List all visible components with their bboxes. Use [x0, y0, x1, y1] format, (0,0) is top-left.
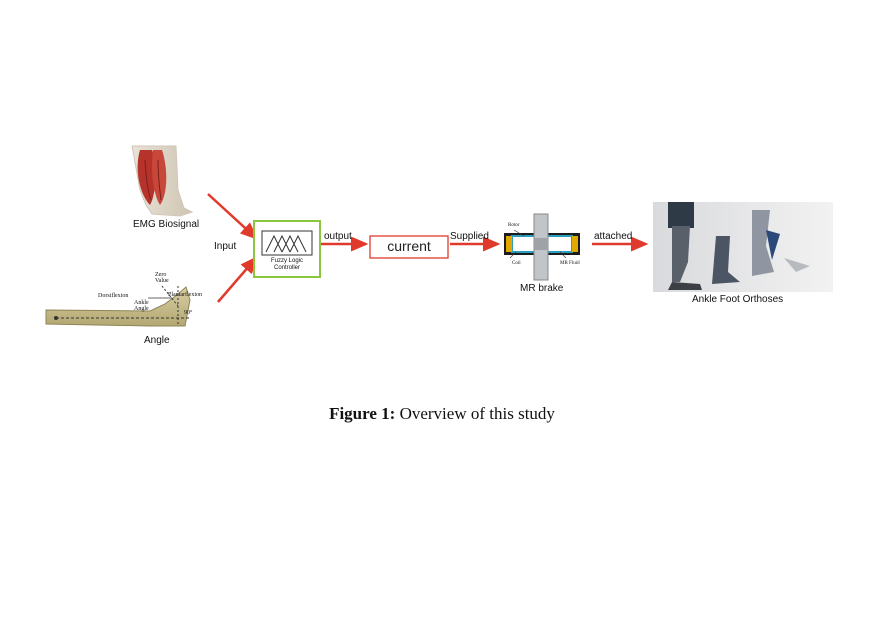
ankle-angle-image: [45, 285, 191, 327]
input-label: Input: [214, 241, 237, 252]
ninety-degree-label: 90°: [184, 310, 193, 316]
controller-label-line1: Fuzzy Logic: [270, 258, 303, 264]
mr-brake-image: [504, 213, 580, 281]
ankle-foot-orthoses-label: Ankle Foot Orthoses: [692, 294, 784, 305]
arrow-emg-to-controller: [207, 193, 258, 240]
current-label: current: [387, 238, 431, 254]
zero-value-label: Zero Value: [155, 272, 169, 284]
supplied-label: Supplied: [450, 231, 489, 242]
mr-brake-label: MR brake: [520, 283, 564, 294]
ankle-foot-orthoses-image: [653, 202, 833, 292]
emg-muscle-image: [131, 145, 194, 217]
arrow-angle-to-controller: [217, 256, 258, 303]
dorsiflexion-label: Dorsiflexion: [98, 293, 129, 299]
output-label: output: [324, 231, 352, 242]
flow-arrows: [207, 193, 649, 303]
figure-caption-prefix: Figure 1:: [329, 404, 396, 423]
fuzzy-logic-controller: [253, 220, 321, 278]
rotor-label: Rotor: [508, 223, 520, 228]
membership-functions-icon: [265, 234, 307, 253]
plantarflexion-label: Plantarflexion: [168, 292, 202, 298]
mr-fluid-label: MR Fluid: [560, 261, 580, 266]
figure-caption-text: Overview of this study: [395, 404, 555, 423]
emg-biosignal-label: EMG Biosignal: [133, 219, 200, 230]
figure-caption: Figure 1: Overview of this study: [0, 404, 884, 424]
angle-label: Angle: [144, 335, 170, 346]
coil-label: Coil: [512, 261, 521, 266]
current-box: [369, 235, 449, 259]
ankle-angle-label: Ankle Angle: [134, 300, 149, 312]
attached-label: attached: [594, 231, 633, 242]
controller-label-line2: Controller: [273, 265, 300, 271]
